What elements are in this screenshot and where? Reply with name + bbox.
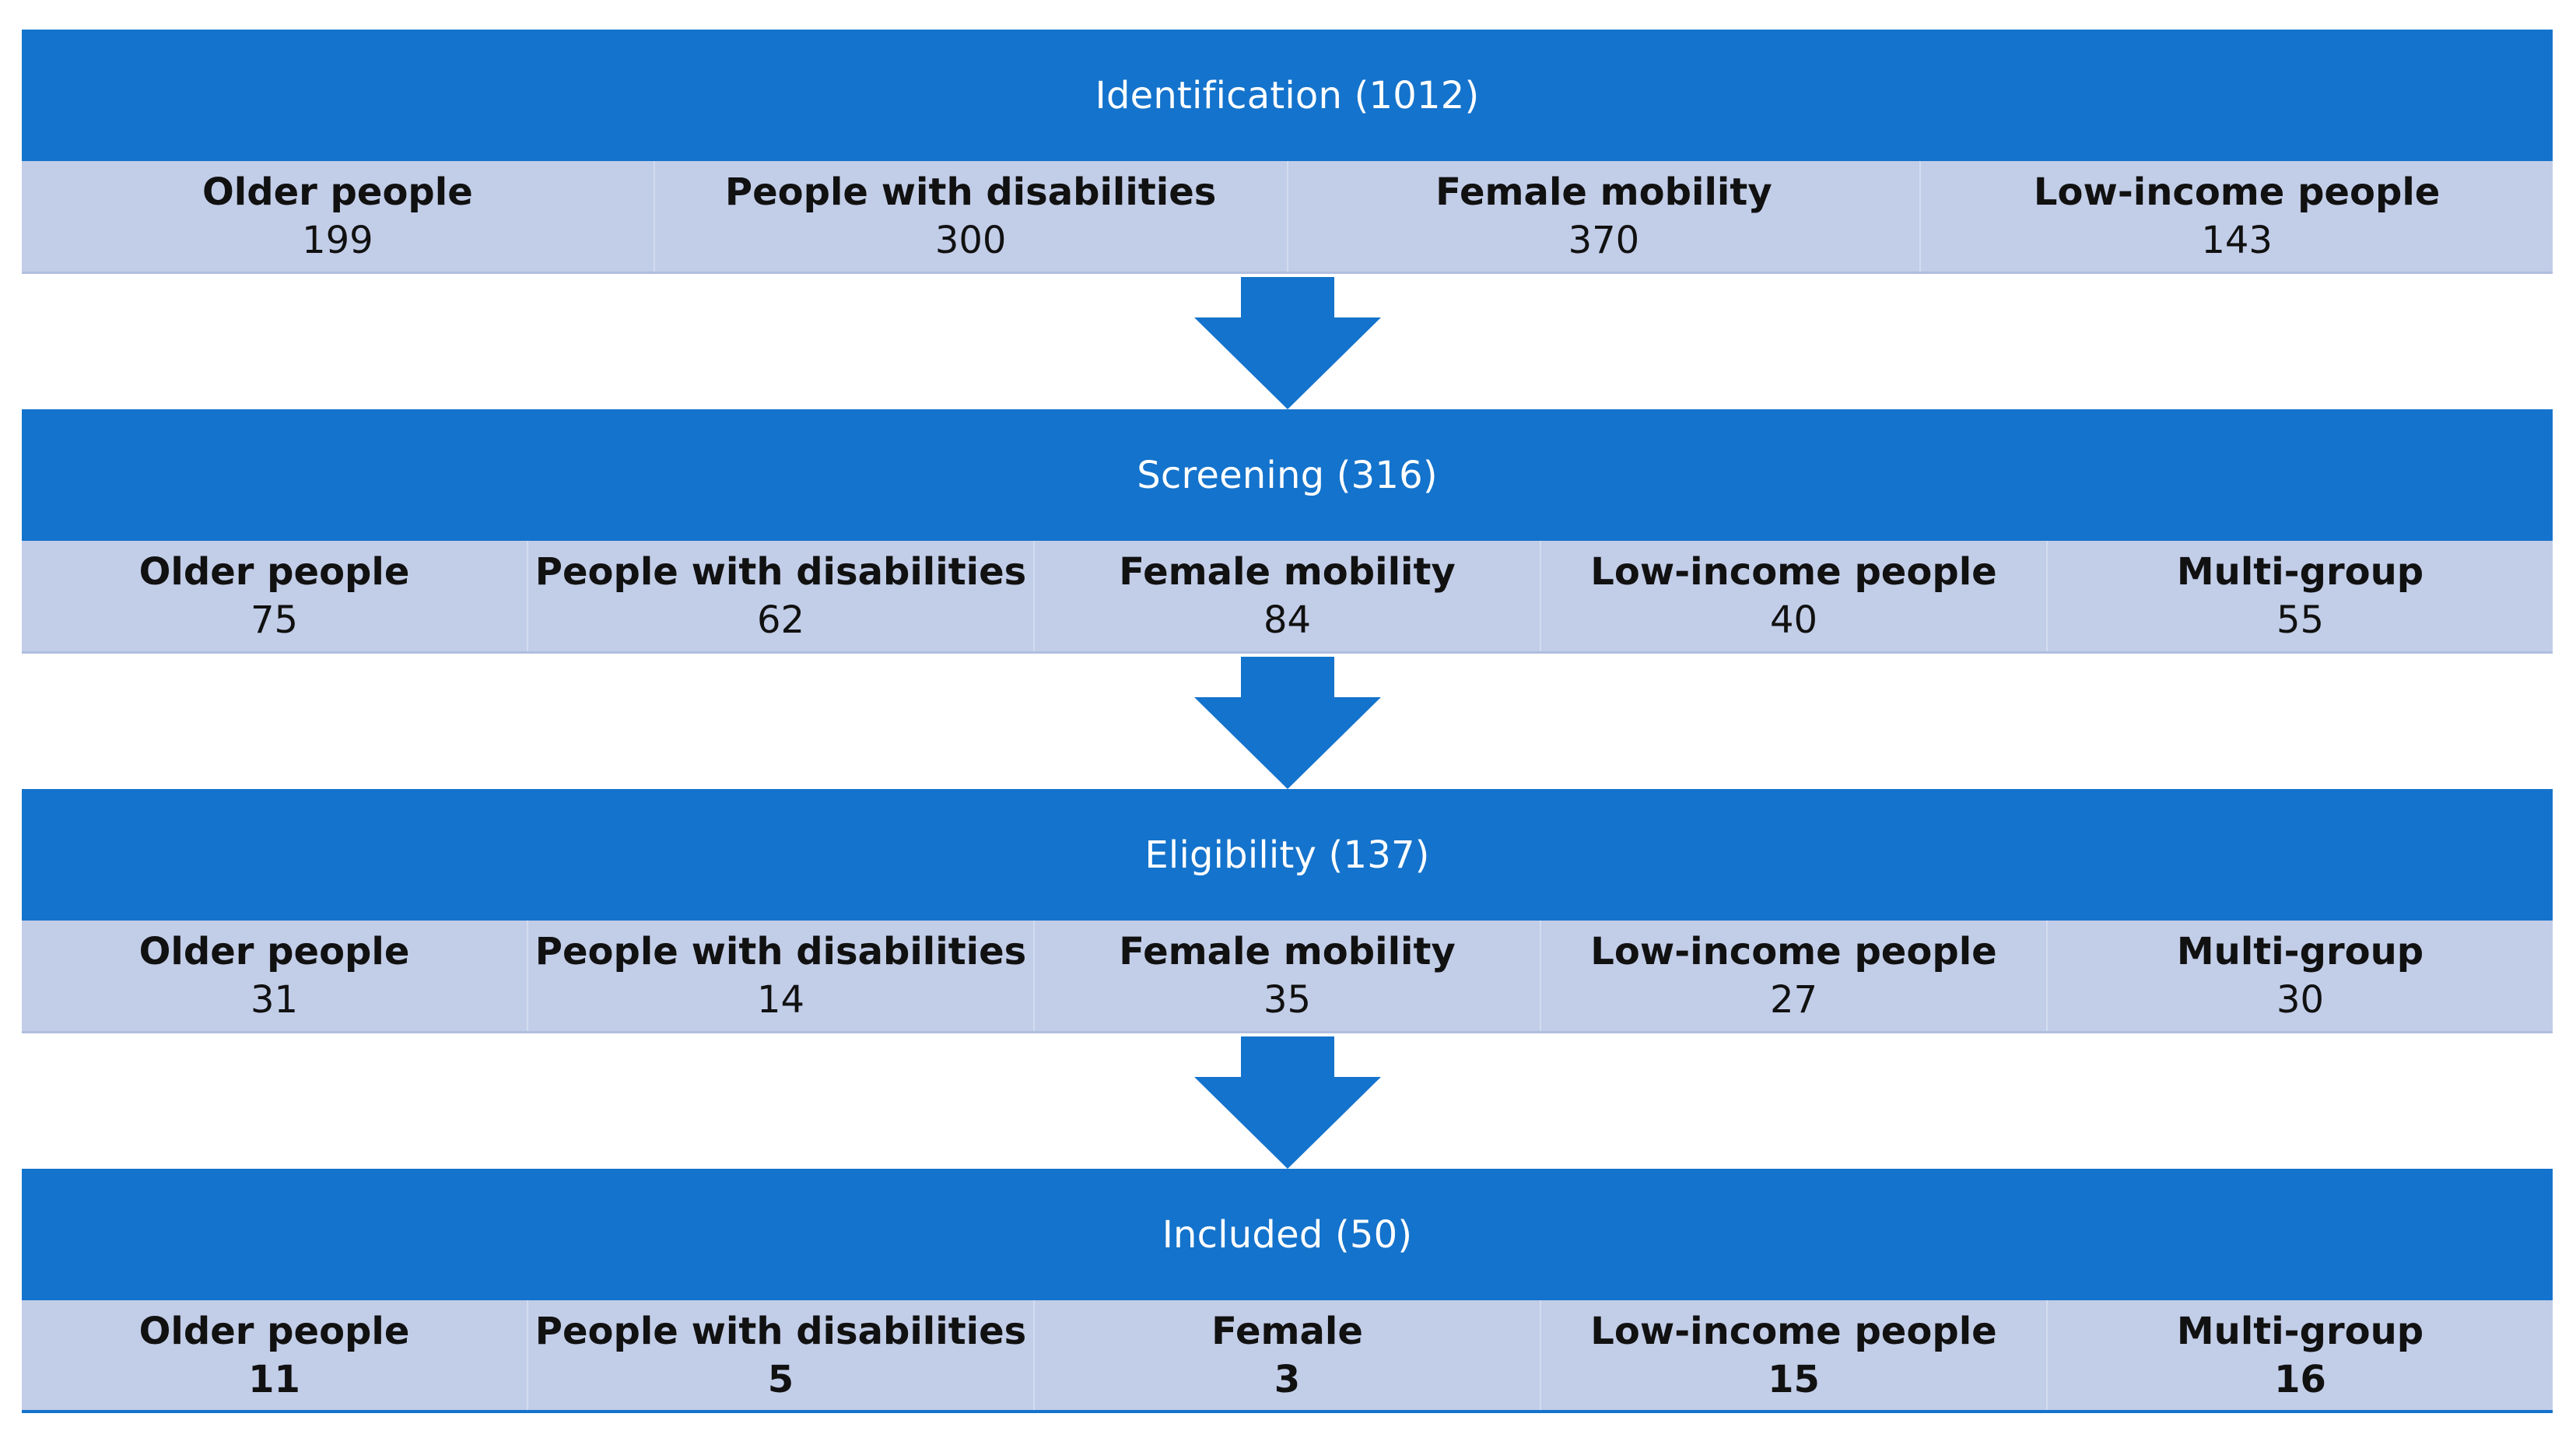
group-cell: Female mobility 84	[1035, 541, 1541, 651]
group-label: People with disabilities	[534, 550, 1027, 594]
group-cell: People with disabilities 14	[528, 921, 1035, 1031]
group-label: People with disabilities	[724, 170, 1217, 214]
group-cell: Older people 75	[22, 541, 528, 651]
group-cell: Low-income people 27	[1541, 921, 2048, 1031]
stage-header-included: Included (50)	[22, 1169, 2553, 1300]
group-cell: Multi-group 16	[2048, 1300, 2553, 1410]
group-count: 27	[1769, 978, 1818, 1022]
group-count: 35	[1263, 978, 1312, 1022]
group-count: 143	[2201, 219, 2273, 262]
group-label: Multi-group	[2176, 930, 2424, 973]
group-cell: Low-income people 143	[1921, 161, 2553, 272]
group-label: People with disabilities	[534, 1309, 1027, 1353]
group-count: 84	[1263, 598, 1312, 642]
group-count: 370	[1568, 219, 1640, 262]
group-count: 199	[302, 219, 373, 262]
down-arrow-icon	[1194, 657, 1381, 789]
group-label: Low-income people	[2033, 170, 2441, 214]
group-label: Low-income people	[1590, 550, 1997, 594]
group-label: Older people	[202, 170, 473, 214]
stage-groups-included: Older people 11 People with disabilities…	[22, 1300, 2553, 1413]
group-count: 40	[1769, 598, 1818, 642]
group-count: 14	[756, 978, 805, 1022]
stage-header-screening: Screening (316)	[22, 409, 2553, 541]
group-label: Multi-group	[2176, 1309, 2424, 1353]
stage-groups-identification: Older people 199 People with disabilitie…	[22, 161, 2553, 274]
group-count: 75	[250, 598, 299, 642]
group-cell: Female mobility 370	[1288, 161, 1922, 272]
group-cell: Multi-group 30	[2048, 921, 2553, 1031]
group-label: Female mobility	[1119, 930, 1456, 973]
group-cell: Older people 199	[22, 161, 655, 272]
group-cell: Multi-group 55	[2048, 541, 2553, 651]
group-label: Low-income people	[1590, 1309, 1997, 1353]
group-cell: Older people 31	[22, 921, 528, 1031]
group-label: Female mobility	[1119, 550, 1456, 594]
group-label: Older people	[138, 930, 410, 973]
group-count: 16	[2274, 1357, 2326, 1401]
group-cell: Low-income people 40	[1541, 541, 2048, 651]
group-count: 300	[934, 219, 1007, 262]
stage-groups-screening: Older people 75 People with disabilities…	[22, 541, 2553, 654]
group-label: People with disabilities	[534, 930, 1027, 973]
group-cell: Low-income people 15	[1541, 1300, 2048, 1410]
group-count: 62	[756, 598, 805, 642]
group-cell: People with disabilities 5	[528, 1300, 1035, 1410]
down-arrow-icon	[1194, 1036, 1381, 1169]
group-label: Older people	[138, 550, 410, 594]
group-count: 11	[248, 1357, 300, 1401]
group-label: Multi-group	[2176, 550, 2424, 594]
group-cell: People with disabilities 300	[655, 161, 1288, 272]
stage-header-identification: Identification (1012)	[22, 30, 2553, 161]
group-cell: Female mobility 35	[1035, 921, 1541, 1031]
group-count: 55	[2276, 598, 2325, 642]
down-arrow-icon	[1194, 277, 1381, 409]
group-count: 15	[1768, 1357, 1820, 1401]
group-label: Low-income people	[1590, 930, 1997, 973]
group-label: Female	[1211, 1309, 1363, 1353]
stage-groups-eligibility: Older people 31 People with disabilities…	[22, 921, 2553, 1033]
group-cell: People with disabilities 62	[528, 541, 1035, 651]
group-count: 5	[767, 1357, 794, 1401]
group-label: Older people	[138, 1309, 410, 1353]
group-cell: Older people 11	[22, 1300, 528, 1410]
group-count: 31	[250, 978, 299, 1022]
group-count: 3	[1274, 1357, 1301, 1401]
group-count: 30	[2276, 978, 2325, 1022]
stage-header-eligibility: Eligibility (137)	[22, 789, 2553, 921]
group-label: Female mobility	[1435, 170, 1772, 214]
group-cell: Female 3	[1035, 1300, 1541, 1410]
